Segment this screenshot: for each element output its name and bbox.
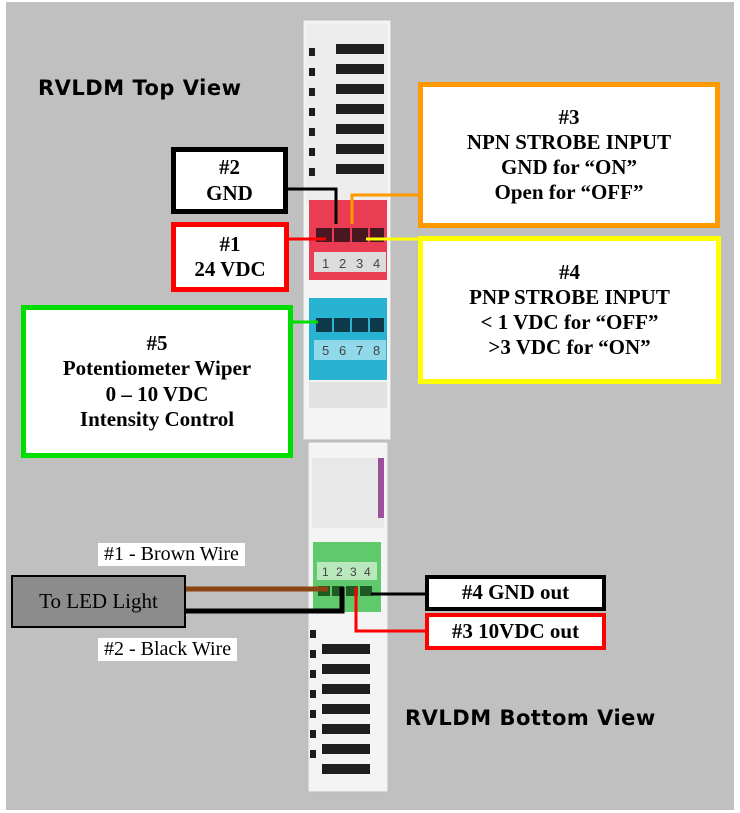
bottom-terminal-number: 2 [336, 565, 343, 579]
bottom-module: 1 2 3 4 [307, 441, 389, 793]
pin3-npn-box: #3 NPN STROBE INPUT GND for “ON” Open fo… [418, 82, 720, 228]
pin2-label: GND [206, 180, 253, 205]
bottom-view-title: RVLDM Bottom View [405, 706, 656, 730]
top-terminal-number: 7 [356, 343, 363, 358]
pin4-number: #4 [559, 259, 580, 284]
black-wire [184, 587, 345, 614]
top-terminal-number: 1 [322, 256, 329, 271]
top-terminal-number: 3 [356, 256, 363, 271]
to-led-light-box: To LED Light [11, 575, 186, 628]
top-terminal-number: 5 [322, 343, 329, 358]
top-terminal-number: 4 [373, 256, 380, 271]
diagram-background: 1 2 3 4 5 6 7 8 1 2 3 4 [6, 2, 734, 810]
black-wire-label: #2 - Black Wire [98, 638, 238, 661]
top-terminal-number: 2 [339, 256, 346, 271]
pin4-pnp-box: #4 PNP STROBE INPUT < 1 VDC for “OFF” >3… [418, 236, 721, 384]
vdc-out-box: #3 10VDC out [425, 613, 606, 650]
gnd-out-label: #4 GND out [461, 580, 570, 605]
blue-terminal-block [309, 298, 387, 380]
top-terminal-number: 6 [339, 343, 346, 358]
module-drawing: 1 2 3 4 5 6 7 8 1 2 3 4 [184, 19, 431, 793]
pin5-range: 0 – 10 VDC [105, 381, 209, 406]
vdc-out-line [354, 587, 431, 633]
pin1-label: 24 VDC [194, 257, 266, 281]
pin4-label: PNP STROBE INPUT [469, 284, 670, 309]
bottom-terminal-number: 4 [364, 565, 371, 579]
pin3-on-condition: GND for “ON” [500, 155, 638, 179]
pin1-number: #1 [219, 231, 241, 256]
pin5-potentiometer-box: #5 Potentiometer Wiper 0 – 10 VDC Intens… [21, 305, 293, 458]
pin5-function: Intensity Control [79, 406, 235, 431]
pin2-line [286, 187, 338, 224]
pin5-label: Potentiometer Wiper [62, 356, 252, 381]
pin3-line [350, 193, 420, 224]
pin2-gnd-box: #2 GND [171, 147, 288, 214]
bottom-terminal-number: 1 [322, 565, 329, 579]
brown-wire-label: #1 - Brown Wire [98, 543, 245, 566]
gnd-out-box: #4 GND out [425, 575, 606, 611]
pin4-on-condition: >3 VDC for “ON” [488, 335, 651, 360]
top-module: 1 2 3 4 5 6 7 8 [302, 19, 392, 441]
pin3-off-condition: Open for “OFF” [494, 180, 644, 205]
bottom-terminal-number: 3 [350, 565, 357, 579]
pin2-number: #2 [219, 155, 240, 180]
pin1-24vdc-box: #1 24 VDC [171, 222, 289, 292]
top-terminal-number: 8 [373, 343, 380, 358]
vdc-out-label: #3 10VDC out [451, 618, 580, 643]
top-view-title: RVLDM Top View [38, 76, 242, 100]
pin4-off-condition: < 1 VDC for “OFF” [480, 310, 659, 334]
pin5-number: #5 [146, 331, 168, 356]
pin3-label: NPN STROBE INPUT [466, 129, 672, 154]
pin3-number: #3 [558, 104, 580, 129]
